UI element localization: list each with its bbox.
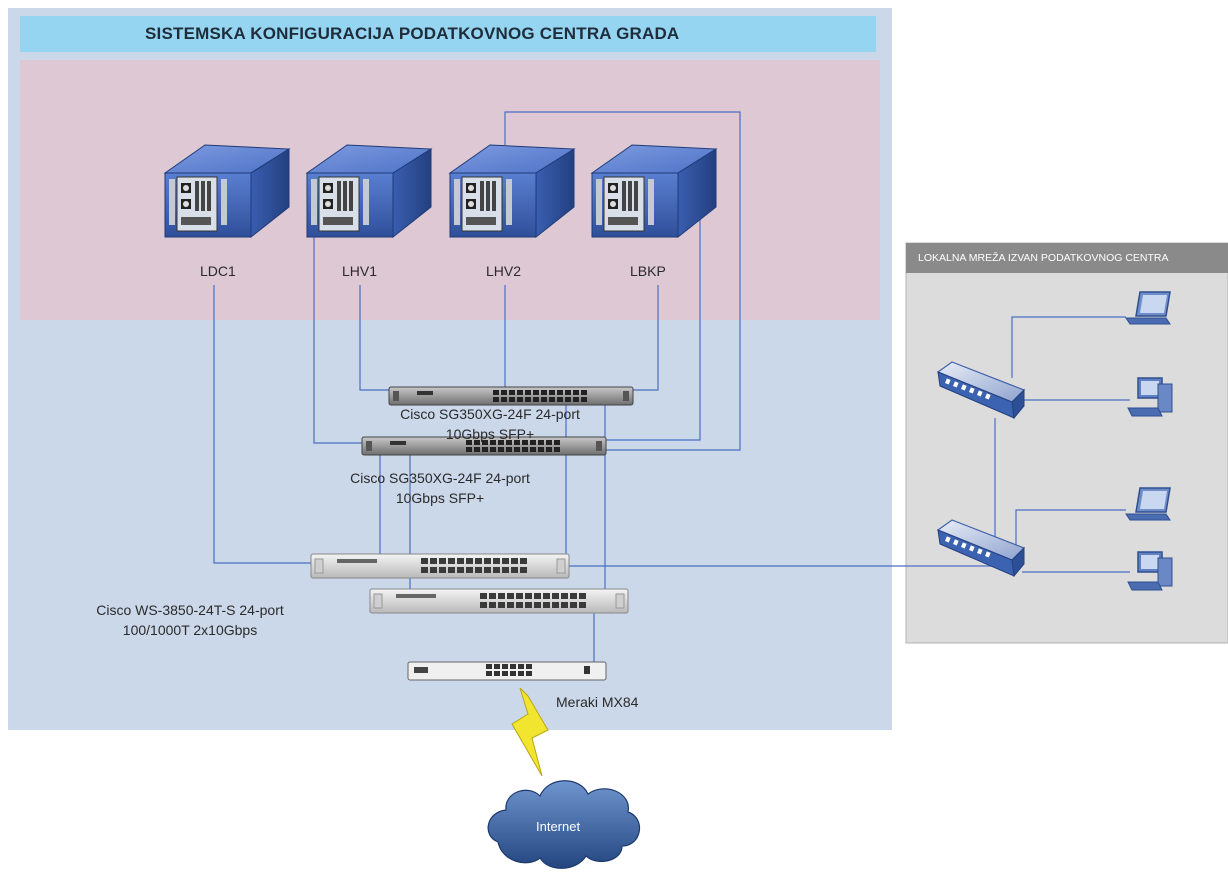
- sg350-lower-label-line2: 10Gbps SFP+: [395, 490, 485, 506]
- lan-zone-title: LOKALNA MREŽA IZVAN PODATKOVNOG CENTRA: [906, 243, 1228, 273]
- link-hub-laptop-2: [1015, 509, 1126, 545]
- link-lbkp-sg350-upper: [630, 285, 659, 391]
- ws3850-label-line2: 100/1000T 2x10Gbps: [122, 622, 258, 638]
- link-lhv1-sg350-lower: [313, 185, 364, 444]
- server-label-lhv1: LHV1: [342, 263, 378, 279]
- link-hub-laptop-1: [1011, 316, 1126, 378]
- link-lbkp-sg350-lower: [603, 185, 701, 441]
- lightning-icon: [511, 687, 549, 777]
- server-label-lhv2: LHV2: [486, 263, 522, 279]
- link-lhv2-sg350-lower: [504, 111, 741, 451]
- server-label-lbkp: LBKP: [630, 263, 666, 279]
- ws3850-label-line1: Cisco WS-3850-24T-S 24-port: [96, 602, 284, 618]
- server-label-ldc1: LDC1: [200, 263, 236, 279]
- ws3850-switch-b-icon: [369, 588, 629, 614]
- link-lhv1-sg350-upper: [359, 285, 392, 391]
- diagram-title: SISTEMSKA KONFIGURACIJA PODATKOVNOG CENT…: [20, 16, 876, 52]
- internet-label: Internet: [536, 819, 581, 834]
- link-ldc1-ws3850: [213, 285, 314, 564]
- sg350-lower-label: Cisco SG350XG-24F 24-port 10Gbps SFP+: [310, 468, 570, 508]
- internet-cloud-icon: [487, 780, 641, 869]
- meraki-firewall-icon: [407, 661, 607, 681]
- sg350-upper-label: Cisco SG350XG-24F 24-port 10Gbps SFP+: [360, 404, 620, 444]
- sg350-lower-label-line1: Cisco SG350XG-24F 24-port: [350, 470, 530, 486]
- network-links: [213, 111, 1130, 662]
- ws3850-label: Cisco WS-3850-24T-S 24-port 100/1000T 2x…: [70, 600, 310, 640]
- meraki-label: Meraki MX84: [556, 694, 639, 710]
- sg350-upper-label-line2: 10Gbps SFP+: [445, 426, 535, 442]
- sg350-upper-switch-icon: [388, 386, 634, 406]
- sg350-upper-label-line1: Cisco SG350XG-24F 24-port: [400, 406, 580, 422]
- lan-zone: [905, 242, 1228, 644]
- ws3850-switch-a-icon: [310, 553, 570, 579]
